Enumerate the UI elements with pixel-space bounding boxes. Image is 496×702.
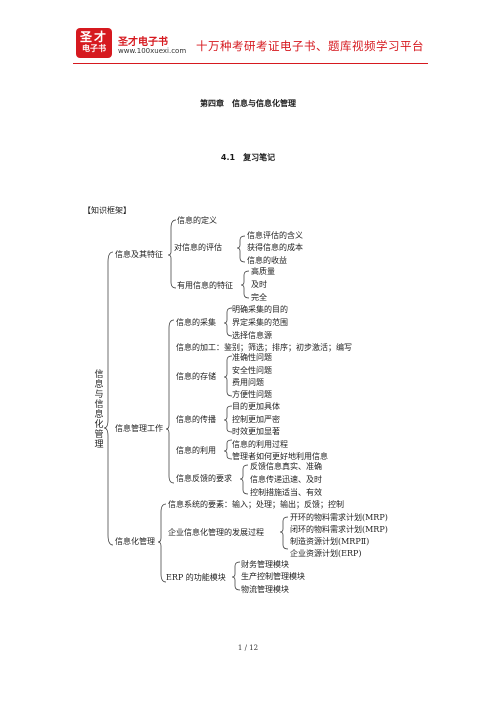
leaf-collect-2: 界定采集的范围 (232, 318, 288, 327)
transmit-brace (223, 405, 233, 433)
evaluation-brace (236, 235, 246, 263)
leaf-development-1: 开环的物料需求计划(MRP) (290, 513, 388, 522)
brand-logo: 圣才 电子书 (76, 28, 112, 58)
feedback-brace (239, 464, 249, 495)
leaf-transmit-2: 控制更加严密 (232, 415, 280, 424)
node-mgmt-collect: 信息的采集 (176, 318, 216, 327)
node-info: 信息及其特征 (115, 250, 163, 259)
knowledge-framework-heading: 【知识框架】 (83, 206, 131, 215)
features-brace (240, 270, 250, 299)
leaf-features-2: 及时 (251, 280, 267, 289)
storage-brace (223, 355, 233, 397)
leaf-features-1: 高质量 (251, 267, 275, 276)
leaf-collect-3: 选择信息源 (232, 331, 272, 340)
node-info-evaluation: 对信息的评估 (174, 243, 222, 252)
node-mgmt-transmit: 信息的传播 (176, 415, 216, 424)
brand-name: 圣才电子书 (118, 37, 168, 48)
erp-brace (231, 561, 241, 591)
leaf-features-3: 完全 (251, 293, 267, 302)
tree-root: 信息与信息化管理 (94, 370, 104, 450)
node-mgmt: 信息管理工作 (115, 424, 163, 433)
info-brace (167, 219, 177, 289)
collect-brace (223, 307, 233, 337)
node-info-features: 有用信息的特征 (177, 281, 233, 290)
leaf-storage-3: 费用问题 (232, 378, 264, 387)
leaf-erp-1: 财务管理模块 (241, 560, 289, 569)
node-mgmt-processing: 信息的加工：鉴别；筛选；排序；初步激活；编写 (176, 343, 352, 352)
leaf-collect-1: 明确采集的目的 (232, 305, 288, 314)
leaf-storage-1: 准确性问题 (232, 353, 272, 362)
header-divider (73, 63, 428, 64)
leaf-use-2: 管理者如何更好地利用信息 (232, 452, 328, 461)
logo-text-2: 电子书 (82, 44, 106, 53)
header-slogan: 十万种考研考证电子书、题库视频学习平台 (196, 39, 424, 53)
node-mgmt-use: 信息的利用 (176, 446, 216, 455)
leaf-transmit-1: 目的更加具体 (232, 402, 280, 411)
leaf-feedback-2: 信息传递迅速、及时 (250, 475, 322, 484)
leaf-storage-2: 安全性问题 (232, 366, 272, 375)
node-infomgmt-elements: 信息系统的要素：输入；处理；输出；反馈；控制 (168, 500, 344, 509)
leaf-development-3: 制造资源计划(MRPⅡ) (290, 537, 370, 546)
root-brace (103, 251, 114, 546)
node-infomgmt-development: 企业信息化管理的发展过程 (168, 528, 264, 537)
development-brace (279, 516, 289, 550)
logo-text-1: 圣才 (79, 30, 108, 44)
node-infomgmt: 信息化管理 (115, 537, 155, 546)
node-mgmt-storage: 信息的存储 (176, 372, 216, 381)
leaf-development-4: 企业资源计划(ERP) (290, 549, 362, 558)
node-infomgmt-erp: ERP 的功能模块 (166, 573, 226, 582)
section-title: 4.1 复习笔记 (220, 153, 276, 162)
leaf-evaluation-1: 信息评估的含义 (247, 231, 303, 240)
leaf-erp-2: 生产控制管理模块 (241, 572, 305, 581)
leaf-feedback-1: 反馈信息真实、准确 (250, 462, 322, 471)
leaf-storage-4: 方便性问题 (232, 390, 272, 399)
leaf-transmit-3: 时效更加显著 (232, 427, 280, 436)
node-info-definition: 信息的定义 (177, 216, 217, 225)
chapter-title: 第四章 信息与信息化管理 (200, 99, 296, 108)
mgmt-brace (165, 319, 175, 484)
leaf-feedback-3: 控制措施适当、有效 (250, 488, 322, 497)
leaf-erp-3: 物流管理模块 (241, 585, 289, 594)
leaf-development-2: 闭环的物料需求计划(MRP) (290, 525, 388, 534)
use-brace (223, 439, 233, 460)
node-mgmt-feedback: 信息反馈的要求 (176, 474, 232, 483)
brand-url[interactable]: www.100xuexi.com (118, 47, 187, 55)
leaf-evaluation-2: 获得信息的成本 (247, 243, 303, 252)
infomgmt-brace (157, 503, 167, 583)
leaf-evaluation-3: 信息的收益 (247, 256, 287, 265)
leaf-use-1: 信息的利用过程 (232, 440, 288, 449)
page-number: 1 / 12 (237, 644, 259, 652)
